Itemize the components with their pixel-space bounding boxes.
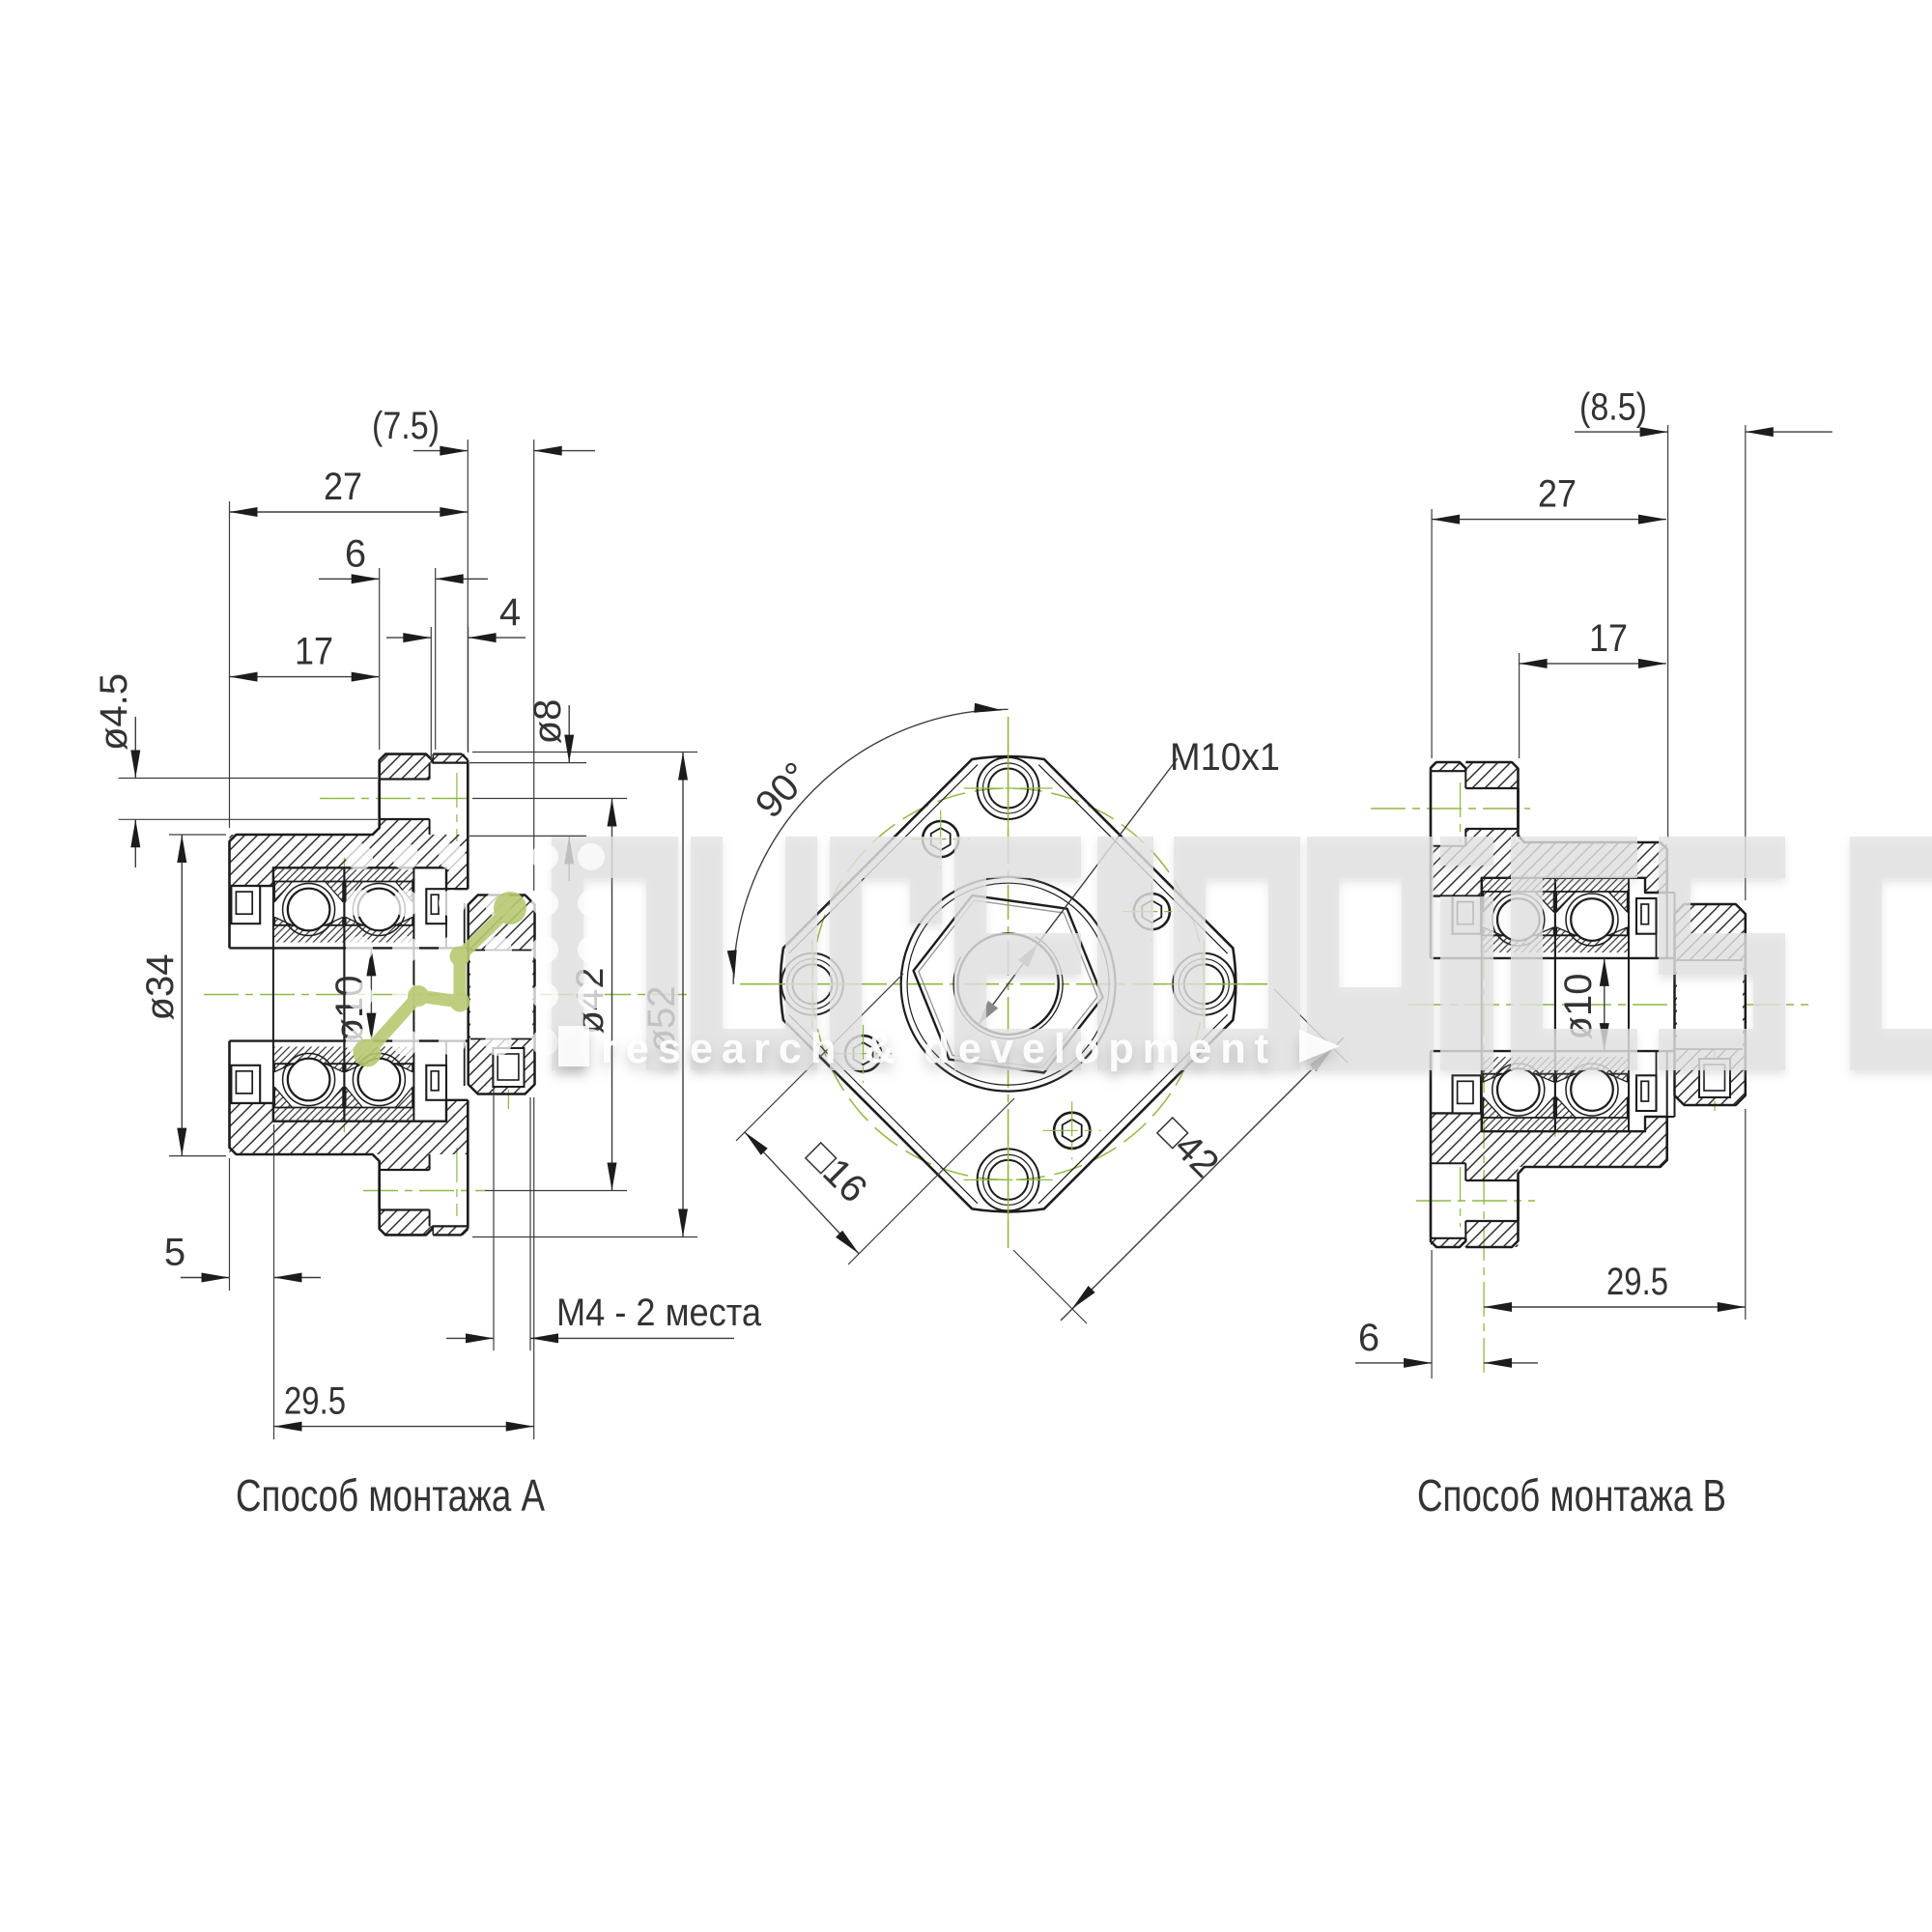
svg-text:29.5: 29.5 — [284, 1380, 346, 1423]
svg-text:5: 5 — [164, 1232, 185, 1274]
svg-text:research & development: research & development — [601, 1025, 1277, 1072]
svg-text:ø34: ø34 — [139, 954, 182, 1021]
svg-text:29.5: 29.5 — [1606, 1261, 1668, 1303]
svg-text:(8.5): (8.5) — [1579, 386, 1647, 429]
svg-text:17: 17 — [295, 631, 333, 673]
svg-text:6: 6 — [345, 533, 366, 576]
svg-text:6: 6 — [1358, 1317, 1379, 1359]
svg-text:27: 27 — [1538, 473, 1577, 516]
svg-text:ø8: ø8 — [526, 699, 569, 745]
svg-text:ø10: ø10 — [1557, 974, 1600, 1040]
svg-text:Способ монтажа A: Способ монтажа A — [236, 1470, 545, 1520]
svg-text:27: 27 — [324, 466, 362, 508]
svg-text:4: 4 — [499, 591, 521, 634]
svg-text:Способ монтажа B: Способ монтажа B — [1417, 1470, 1726, 1520]
svg-text:ø4.5: ø4.5 — [93, 673, 135, 751]
svg-text:(7.5): (7.5) — [372, 405, 440, 447]
svg-text:17: 17 — [1589, 617, 1628, 660]
svg-text:M10x1: M10x1 — [1170, 736, 1280, 779]
svg-text:M4 - 2 места: M4 - 2 места — [556, 1292, 762, 1334]
